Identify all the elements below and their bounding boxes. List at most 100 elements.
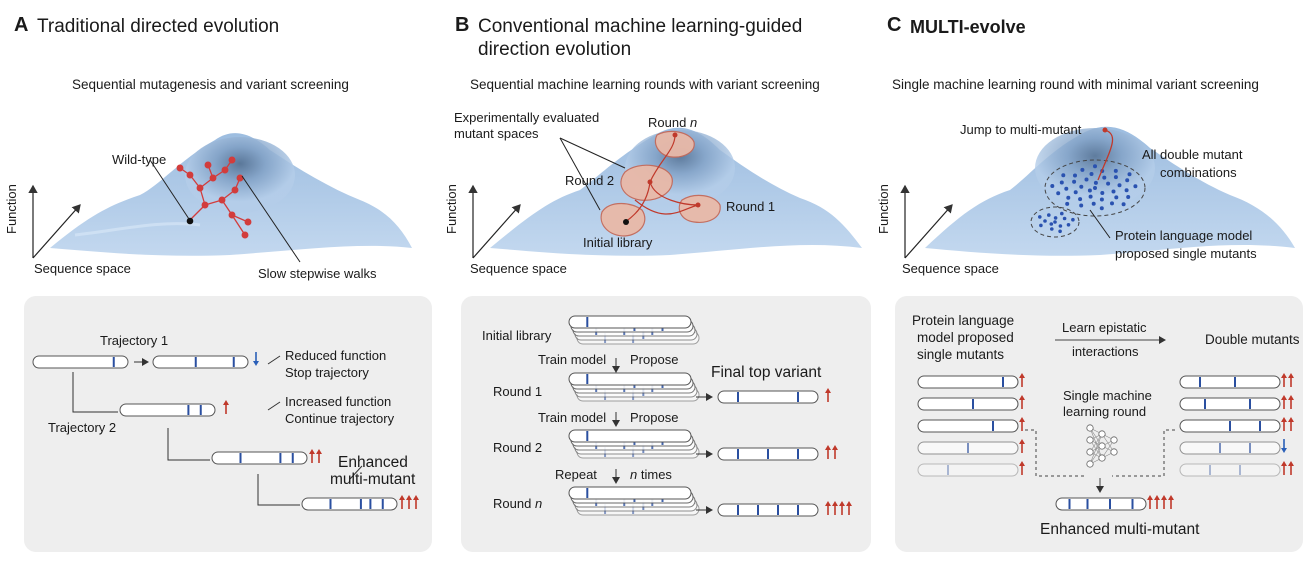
mutant-sequence [568,315,692,329]
single-mutant-dot [1043,219,1047,223]
plm-leader [1089,209,1111,239]
panel-b-title-line1: Conventional machine learning-guided [478,16,803,37]
single-up-4 [1019,439,1025,453]
single-mutant-2 [917,397,1019,411]
double-mutant-dot [1056,191,1061,196]
double-mutant-dot [1110,201,1114,206]
stack-round-n [568,486,700,516]
double-mutant-dot [1127,172,1132,177]
double-up-3 [1281,417,1294,431]
double-mutant-3 [1179,419,1281,433]
exp-eval-label-2: mutant spaces [454,126,539,141]
plm-label-2: proposed single mutants [1115,246,1257,261]
jump-label: Jump to multi-mutant [960,122,1082,137]
sequence-axis-c [904,204,953,259]
double-mutant-dot [1078,197,1083,202]
function-axis-label-b: Function [444,184,459,234]
box-round-n: Round n [493,496,543,511]
wild-type-sequence [32,355,129,369]
double-mutants-label: Double mutants [1205,332,1300,347]
double-mutant-dot [1133,184,1138,189]
function-axis-label-c: Function [876,184,891,234]
train-model-2: Train model [538,410,607,425]
exp-eval-label-1: Experimentally evaluated [454,110,600,125]
double-mutant-dot [1088,194,1093,199]
double-mutant-dot [1089,172,1094,176]
single-mutant-dot [1058,229,1062,234]
reduced-function-label: Reduced function [285,348,387,363]
single-mutant-5 [917,463,1019,477]
ml-trajectory [624,134,699,223]
propose-1: Propose [630,352,679,367]
panel-c-connectors [1025,336,1175,493]
double-mutant-dot [1114,195,1119,200]
blob-round-2 [620,164,673,201]
double-mutant-1 [1179,375,1281,389]
double-mutant-dot [1080,167,1085,172]
trajectory1-mutant [152,355,249,369]
double-mutant-dot [1099,206,1104,211]
double-mutant-dot [1073,173,1077,178]
single-up-1 [1019,373,1025,387]
stepwise-walk-tree [176,156,252,239]
enhanced-multi-mutant-c [1055,497,1147,511]
sequence-axis-a [32,204,81,259]
learn-epistatic-1: Learn epistatic [1062,320,1147,335]
single-ml-2: learning round [1063,404,1147,419]
box-round-2: Round 2 [493,440,543,455]
double-mutant-dot [1079,184,1084,189]
double-mutant-dot [1093,186,1097,190]
function-axis-label-a: Function [4,184,19,234]
panel-c-letter: C [887,14,902,36]
wild-type-leader [149,159,190,220]
mutant-sequence [568,429,692,443]
sequence-axis-label-b: Sequence space [470,261,567,276]
double-mutant-dot [1093,164,1097,169]
double-mutant-dot [1064,186,1069,191]
double-mutant-dot [1113,175,1118,180]
single-mutant-dot [1047,213,1051,217]
single-mutant-dot [1050,227,1054,231]
double-mutant-dot [1102,175,1107,180]
final-up-2 [825,445,838,459]
panel-b-subtitle: Sequential machine learning rounds with … [470,77,820,92]
single-up-3 [1019,417,1025,431]
single-mutant-4 [917,441,1019,455]
landscape-a [50,133,412,256]
double-mutant-4 [1179,441,1281,455]
double-mutant-dot [1091,201,1096,206]
blob-round-1 [678,194,721,223]
all-double-label-1: All double mutant [1142,147,1243,162]
mutant-dots [1038,164,1138,234]
single-up-2 [1019,395,1025,409]
single-mutant-dot [1058,224,1063,228]
double-mutant-dot [1125,178,1130,183]
single-mutant-dot [1053,220,1057,224]
box-initial-library: Initial library [482,328,552,343]
double-mutant-dot [1117,183,1122,188]
stack-round-2 [568,429,700,459]
double-mutant-dot [1059,180,1064,185]
single-mutant-dot [1071,217,1075,222]
sequence-axis-b [472,204,521,259]
box-plm-2: model proposed [917,330,1014,345]
panel-c-subtitle: Single machine learning round with minim… [892,77,1259,92]
double-mutant-region [1044,159,1146,217]
trajectory-1-label: Trajectory 1 [100,333,169,348]
enhanced-label-1: Enhanced [338,454,408,471]
single-mutant-dot [1039,223,1043,228]
double-mutant-dot [1106,181,1111,186]
sequence-axis-label-c: Sequence space [902,261,999,276]
panel-b-letter: B [455,14,470,36]
double-mutant-dot [1050,184,1055,188]
double-mutant-dot [1121,202,1126,207]
double-mutant-dot [1124,188,1129,193]
single-mutant-dot [1038,215,1042,219]
double-mutant-dot [1113,168,1118,173]
enhanced-multi-label: Enhanced multi-mutant [1040,521,1200,538]
trajectory2-mutant [119,403,216,417]
single-mutant-region [1030,206,1080,238]
double-mutant-5 [1179,463,1281,477]
mutant-space-blobs [600,130,721,237]
